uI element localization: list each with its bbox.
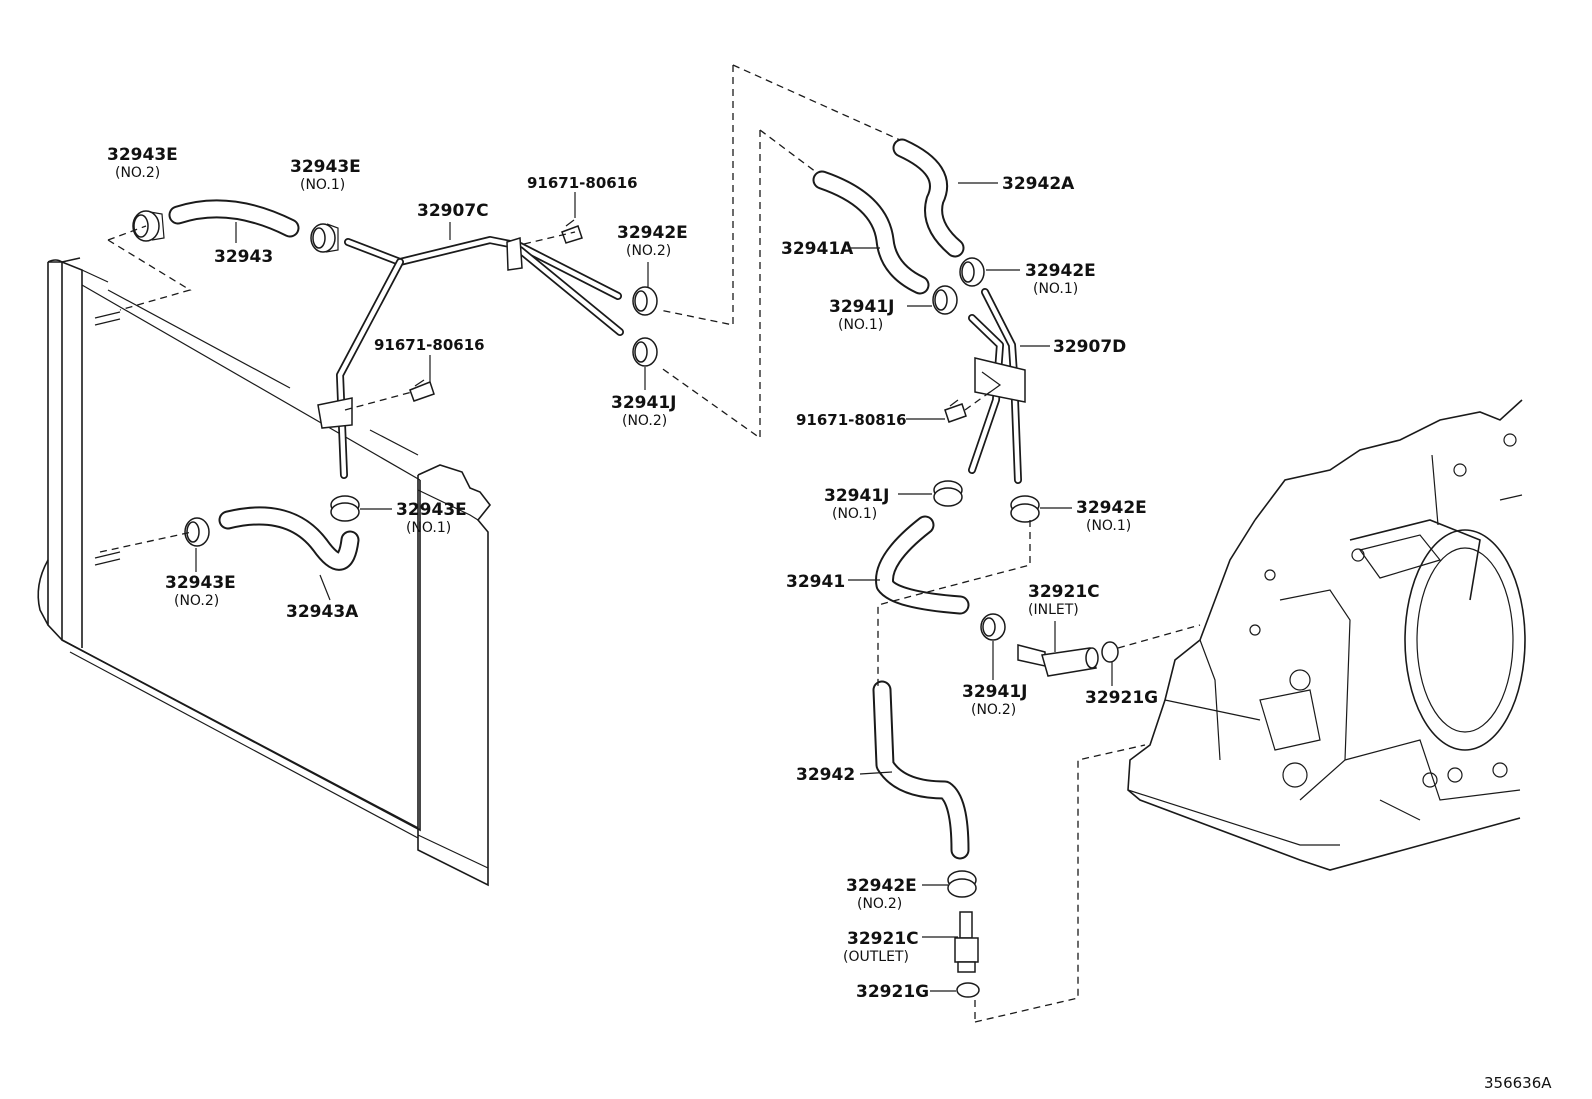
label-32943E-no2-lower: 32943E (165, 573, 236, 593)
hose-32941 (875, 515, 970, 615)
bolt-91671-80616-top (561, 219, 583, 244)
clamp-32943E-no1-mid (330, 495, 360, 522)
label-32943: 32943 (214, 247, 274, 267)
label-32942: 32942 (796, 765, 856, 785)
transmission-case (1127, 399, 1526, 871)
clamp-32943E-no2-lower (184, 517, 210, 547)
label-32943E-no1-mid: 32943E (396, 500, 467, 520)
label-32941J-no2-upper-note: (NO.2) (622, 413, 668, 429)
label-32941J-no1-upper: 32941J (829, 297, 895, 317)
label-32921C-outlet-note: (OUTLET) (843, 949, 909, 965)
label-32942E-no1-lower-note: (NO.1) (1086, 518, 1132, 534)
label-32941: 32941 (786, 572, 846, 592)
label-32942E-no1-upper: 32942E (1025, 261, 1096, 281)
fitting-32921C-outlet (954, 911, 979, 973)
clamp-32941J-no1-lower (933, 480, 963, 507)
clamp-32942E-no2-upper (632, 286, 658, 316)
label-32943E-no1-top-note: (NO.1) (300, 177, 346, 193)
label-32942E-no1-upper-note: (NO.1) (1033, 281, 1079, 297)
oring-32921G-bottom (956, 982, 980, 998)
hose-32943A (218, 506, 360, 571)
label-32941J-no2-upper: 32941J (611, 393, 677, 413)
bolt-91671-80816 (944, 399, 967, 423)
label-32943E-no2-top: 32943E (107, 145, 178, 165)
label-32921C-outlet: 32921C (847, 929, 919, 949)
label-32942E-no1-lower: 32942E (1076, 498, 1147, 518)
label-91671-80816: 91671-80816 (796, 411, 907, 429)
label-32943E-no1-top: 32943E (290, 157, 361, 177)
radiator-assembly (37, 257, 492, 887)
hose-32943 (168, 199, 300, 238)
label-32943A: 32943A (286, 602, 359, 622)
label-91671-80616-mid: 91671-80616 (374, 336, 485, 354)
clamp-32941J-no2-lower (980, 613, 1006, 641)
label-32942E-no2-lower: 32942E (846, 876, 917, 896)
clamp-32943E-no2-top (132, 210, 165, 242)
hose-32942A (892, 138, 965, 258)
label-32921G-bottom: 32921G (856, 982, 930, 1002)
hose-32941A (812, 170, 930, 295)
label-32941J-no2-lower-note: (NO.2) (971, 702, 1017, 718)
label-91671-80616-top: 91671-80616 (527, 174, 638, 192)
fitting-32921C-inlet (1017, 644, 1099, 677)
clamp-32942E-no1-lower (1010, 495, 1040, 523)
label-32921G-right: 32921G (1085, 688, 1159, 708)
hose-32942 (872, 680, 970, 860)
label-32942E-no2-upper-note: (NO.2) (626, 243, 672, 259)
label-32942E-no2-upper: 32942E (617, 223, 688, 243)
label-32943E-no1-mid-note: (NO.1) (406, 520, 452, 536)
label-32942A: 32942A (1002, 174, 1075, 194)
label-32943E-no2-lower-note: (NO.2) (174, 593, 220, 609)
label-32941J-no1-upper-note: (NO.1) (838, 317, 884, 333)
clamp-32943E-no1-top (310, 223, 339, 253)
clamp-32942E-no2-lower (947, 870, 977, 898)
label-32941J-no2-lower: 32941J (962, 682, 1028, 702)
label-32921C-inlet-note: (INLET) (1028, 602, 1079, 618)
label-32943E-no2-top-note: (NO.2) (115, 165, 161, 181)
label-32942E-no2-lower-note: (NO.2) (857, 896, 903, 912)
label-32907D: 32907D (1053, 337, 1127, 357)
label-32921C-inlet: 32921C (1028, 582, 1100, 602)
oring-32921G-right (1101, 641, 1119, 663)
clamp-32942E-no1-upper (959, 257, 985, 287)
pipe-32907C (317, 236, 624, 479)
label-32907C: 32907C (417, 201, 489, 221)
label-32941A: 32941A (781, 239, 854, 259)
figure-code: 356636A (1484, 1074, 1552, 1092)
label-32941J-no1-lower-note: (NO.1) (832, 506, 878, 522)
bolt-91671-80616-mid (409, 379, 435, 402)
clamp-32941J-no1-upper (932, 285, 958, 315)
clamp-32941J-no2-upper (632, 337, 658, 367)
pipe-32907D (968, 288, 1026, 484)
label-32941J-no1-lower: 32941J (824, 486, 890, 506)
